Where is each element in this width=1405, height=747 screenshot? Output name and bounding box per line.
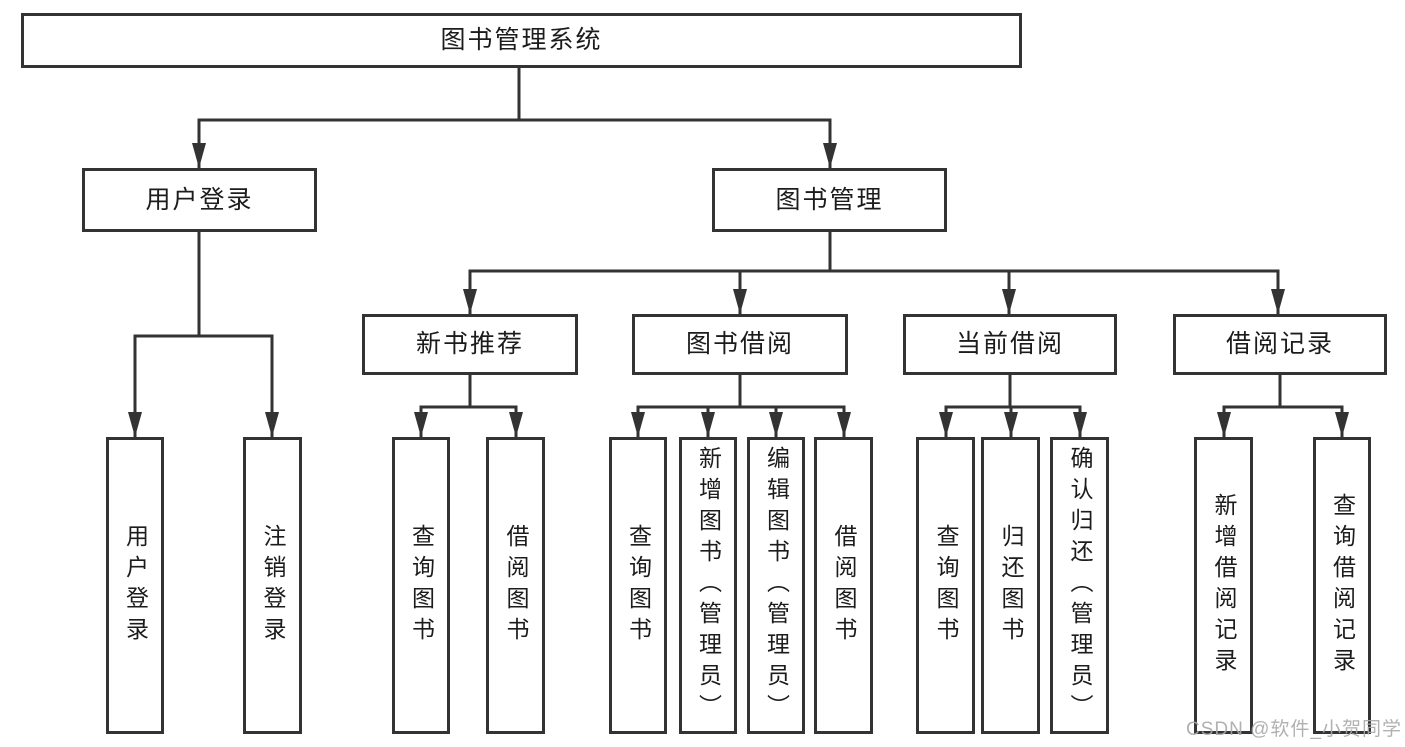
watermark: CSDN @软件_小贺同学 (1186, 719, 1402, 740)
connector-current-borrow-children (939, 375, 1087, 437)
leaf-user-login: 用户登录 (106, 437, 164, 734)
leaf-query-books-current: 查询图书 (916, 437, 975, 734)
connector-user-login-children (128, 232, 279, 437)
node-book-management: 图书管理 (712, 168, 947, 232)
leaf-borrow-books-recommend: 借阅图书 (486, 437, 545, 734)
node-user-login: 用户登录 (82, 168, 317, 232)
node-current-borrow: 当前借阅 (903, 314, 1117, 375)
connector-borrow-records-children (1217, 375, 1349, 437)
node-borrow-records: 借阅记录 (1173, 314, 1387, 375)
node-new-book-recommend: 新书推荐 (362, 314, 578, 375)
leaf-add-books-admin: 新增图书（管理员） (679, 437, 737, 734)
leaf-add-borrow-record: 新增借阅记录 (1194, 437, 1253, 734)
leaf-borrow-books: 借阅图书 (814, 437, 873, 734)
leaf-query-borrow-record: 查询借阅记录 (1313, 437, 1371, 734)
leaf-edit-books-admin: 编辑图书（管理员） (747, 437, 805, 734)
connector-book-management-children (463, 232, 1285, 314)
leaf-return-books: 归还图书 (981, 437, 1040, 734)
node-book-borrow: 图书借阅 (632, 314, 848, 375)
leaf-logout: 注销登录 (243, 437, 302, 734)
leaf-query-books-borrow: 查询图书 (609, 437, 667, 734)
leaf-query-books-recommend: 查询图书 (392, 437, 450, 734)
connector-new-book-recommend-children (414, 375, 523, 437)
connector-book-borrow-children (631, 375, 851, 437)
node-library-system: 图书管理系统 (21, 13, 1022, 68)
leaf-confirm-return-admin: 确认归还（管理员） (1050, 437, 1109, 734)
connector-root-to-level2 (192, 68, 837, 168)
